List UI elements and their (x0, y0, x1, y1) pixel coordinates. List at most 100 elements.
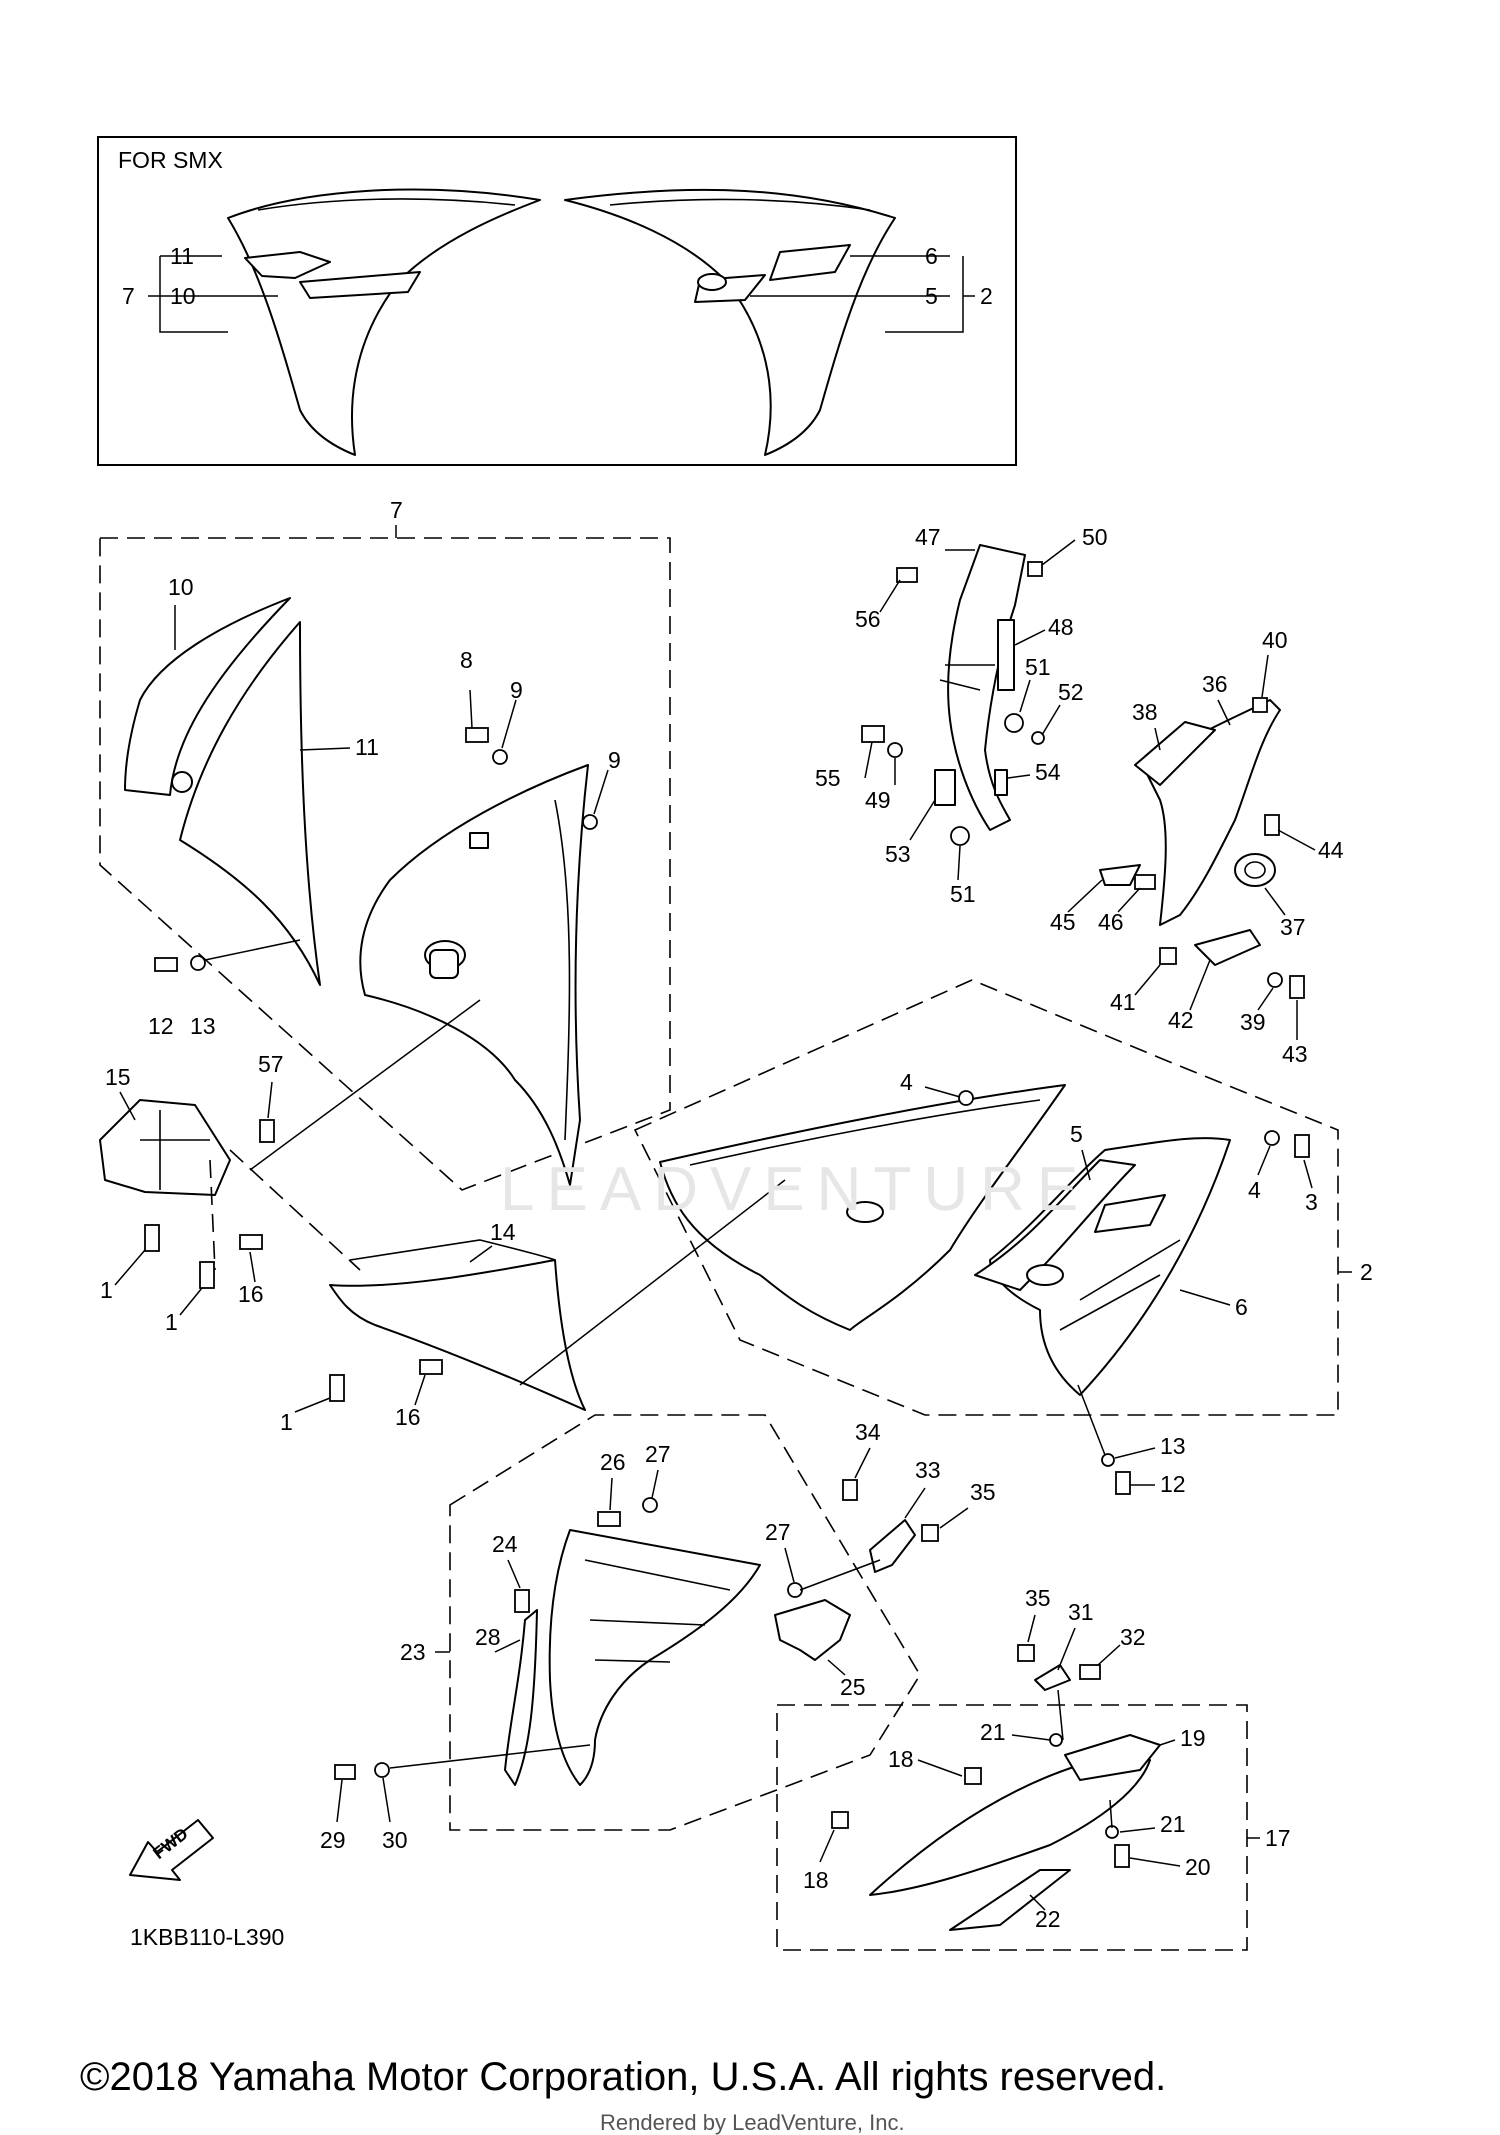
part-55-bolt (861, 725, 885, 743)
callout-2-inset: 2 (980, 283, 993, 309)
part-18-nut-a (964, 1767, 982, 1785)
callout-35b: 35 (1025, 1585, 1051, 1611)
callout-11-inset: 11 (170, 243, 194, 269)
callout-50: 50 (1082, 524, 1108, 550)
part-8-bolt (465, 727, 489, 743)
callout-36: 36 (1202, 671, 1228, 697)
part-16-bolt-b (419, 1359, 443, 1375)
part-24-nut (514, 1589, 530, 1613)
part-51-grommet (1004, 713, 1024, 733)
part-57-bolt (259, 1119, 275, 1143)
part-13-washer-b (1101, 1453, 1115, 1467)
part-50-nut (1027, 561, 1043, 577)
right-cowling-group: 2 4 4 3 5 6 13 12 (519, 979, 1373, 1497)
callout-42: 42 (1168, 1007, 1194, 1033)
callout-54: 54 (1035, 759, 1061, 785)
inset-left-cowling (227, 188, 541, 456)
left-lower-parts: 15 57 14 1 1 1 16 16 (99, 999, 586, 1435)
inset-r1-emblem-left (244, 251, 331, 279)
part-56-screw (896, 567, 918, 583)
callout-18b: 18 (803, 1867, 829, 1893)
callout-21a: 21 (980, 1719, 1006, 1745)
part-1-screw-a (144, 1224, 160, 1252)
callout-5: 5 (1070, 1121, 1083, 1147)
callout-30: 30 (382, 1827, 408, 1853)
part-35-nut-b (1017, 1644, 1035, 1662)
callout-12b: 12 (1160, 1471, 1186, 1497)
group-23-dashed-outline (449, 1414, 921, 1831)
part-45-plate (1099, 864, 1141, 886)
callout-7-inset: 7 (122, 283, 135, 309)
callout-17: 17 (1265, 1825, 1291, 1851)
callout-56: 56 (855, 606, 881, 632)
part-54-pad (994, 769, 1008, 796)
part-6-decal-panel (989, 1137, 1231, 1396)
callout-24: 24 (492, 1531, 518, 1557)
callout-44: 44 (1318, 837, 1344, 863)
part-5-stripe (974, 1159, 1136, 1291)
callout-3: 3 (1305, 1189, 1318, 1215)
part-13-washer (190, 955, 206, 971)
callout-57: 57 (258, 1051, 284, 1077)
callout-35: 35 (970, 1479, 996, 1505)
callout-38: 38 (1132, 699, 1158, 725)
part-52-collar (1031, 731, 1045, 745)
callout-12: 12 (148, 1013, 174, 1039)
part-19-rubber (1064, 1734, 1161, 1781)
part-39-washer (1267, 972, 1283, 988)
inset-r1-emblem-right (769, 244, 851, 281)
callout-37: 37 (1280, 914, 1306, 940)
part-11-side-panel (179, 621, 321, 986)
lower-duct-group: 23 26 27 27 24 28 25 29 30 (320, 1414, 921, 1853)
callout-6-inset: 6 (925, 243, 938, 269)
part-3-bolt (1294, 1134, 1310, 1158)
part-29-bolt (334, 1764, 356, 1780)
part-12-screw (154, 957, 178, 972)
part-48-strip (997, 619, 1015, 691)
part-27-washer (642, 1497, 658, 1513)
callout-47: 47 (915, 524, 941, 550)
callout-29: 29 (320, 1827, 346, 1853)
callout-32: 32 (1120, 1624, 1146, 1650)
part-28-panel (504, 1609, 538, 1786)
callout-14: 14 (490, 1219, 516, 1245)
callout-19: 19 (1180, 1725, 1206, 1751)
part-21-washer-a (1049, 1733, 1063, 1747)
part-16-bolt-a (239, 1234, 263, 1250)
inset-right-cowling (564, 188, 896, 456)
part-33-bracket (869, 1519, 916, 1573)
callout-16a: 16 (238, 1281, 264, 1307)
part-9-washer (492, 749, 508, 765)
part-1-screw-b (199, 1261, 215, 1289)
inset-title: FOR SMX (118, 147, 223, 173)
callout-16b: 16 (395, 1404, 421, 1430)
part-25-pad (774, 1599, 851, 1661)
callout-43: 43 (1282, 1041, 1308, 1067)
part-46-bolt (1134, 874, 1156, 890)
left-cowling-group: 7 8 9 9 10 11 12 13 (99, 497, 671, 1191)
callout-34: 34 (855, 1419, 881, 1445)
part-1-screw-c (329, 1374, 345, 1402)
callout-33: 33 (915, 1457, 941, 1483)
callout-22: 22 (1035, 1906, 1061, 1932)
part-17-lower-cover (869, 1759, 1151, 1896)
callout-55: 55 (815, 765, 841, 791)
callout-45: 45 (1050, 909, 1076, 935)
duct-assembly: 40 36 38 44 37 45 46 41 42 39 43 (1050, 627, 1344, 1067)
part-18-nut-b (831, 1811, 849, 1829)
part-32-bolt (1079, 1664, 1101, 1680)
callout-10-inset: 10 (170, 283, 196, 309)
callout-9b: 9 (608, 747, 621, 773)
upper-bracket-assembly: 47 50 48 51 52 55 49 54 53 51 56 (815, 524, 1108, 907)
callout-1c: 1 (280, 1409, 293, 1435)
copyright-line: ©2018 Yamaha Motor Corporation, U.S.A. A… (80, 2055, 1166, 2099)
callout-31: 31 (1068, 1599, 1094, 1625)
part-43-bolt (1289, 975, 1305, 999)
inset-stripe-left (299, 271, 421, 299)
part-26-bolt (597, 1511, 621, 1527)
part-12-screw-b (1115, 1471, 1131, 1495)
part-40-nut (1252, 697, 1268, 713)
part-22-decal (949, 1869, 1071, 1931)
fwd-arrow-icon (129, 1819, 214, 1881)
part-4-washer (958, 1090, 974, 1106)
